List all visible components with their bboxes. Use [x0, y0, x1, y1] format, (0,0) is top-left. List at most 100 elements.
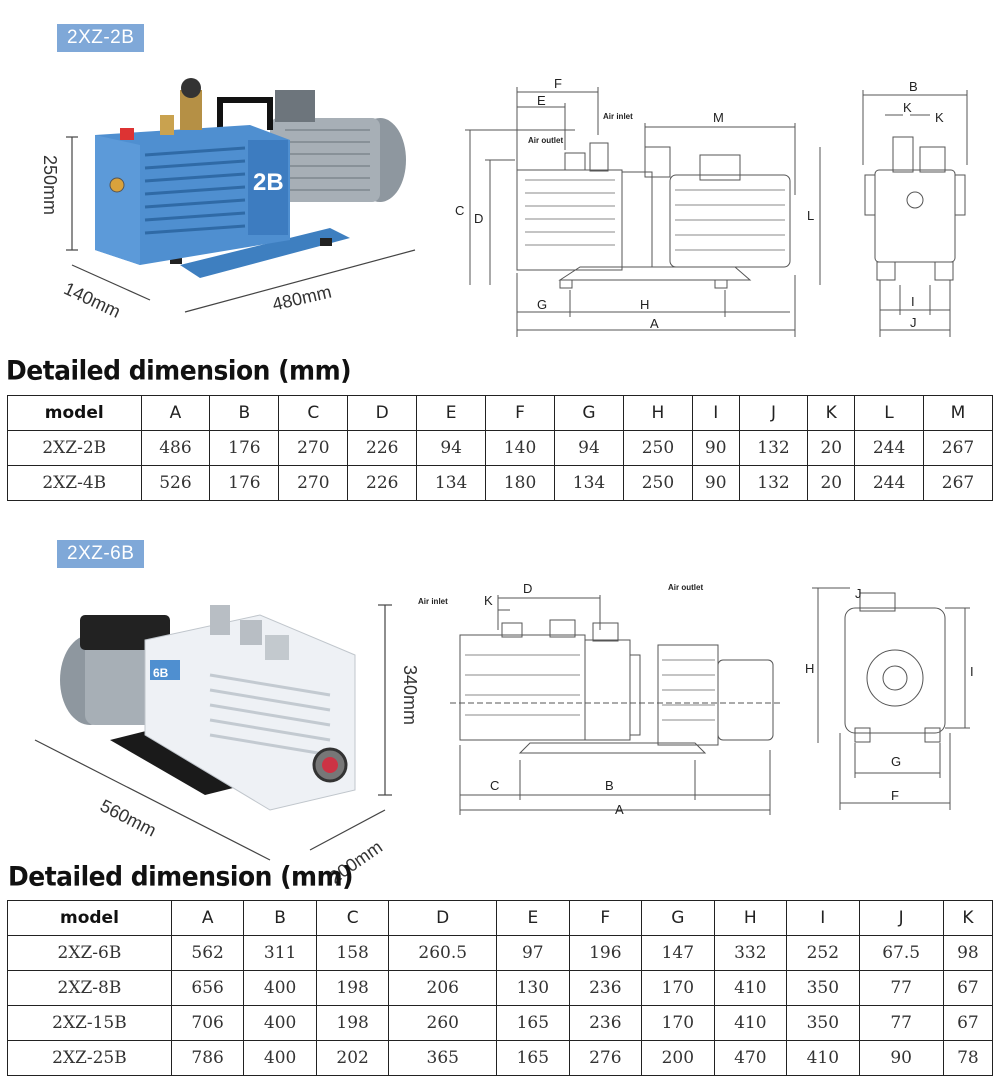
dimension-cell: 236 — [568, 1005, 643, 1041]
drawing-label: H — [805, 661, 814, 676]
dimension-cell: 90 — [691, 430, 740, 466]
dimension-cell: 147 — [641, 935, 715, 971]
column-header: G — [554, 395, 624, 431]
air-inlet-label: Air inlet — [603, 112, 633, 121]
dimension-cell: 400 — [243, 970, 317, 1006]
dimension-cell: 200 — [641, 1040, 715, 1076]
column-header: C — [278, 395, 349, 431]
column-header: H — [622, 395, 693, 431]
column-header: J — [858, 900, 944, 936]
drawing-label: D — [523, 581, 532, 596]
dimension-cell: 176 — [209, 465, 280, 501]
column-header: I — [691, 395, 740, 431]
air-outlet-label: Air outlet — [528, 136, 563, 145]
dimension-cell: 400 — [243, 1040, 317, 1076]
dimension-cell: 410 — [713, 970, 788, 1006]
dimension-cell: 94 — [416, 430, 487, 466]
drawing-label: I — [970, 664, 974, 679]
dimension-cell: 365 — [388, 1040, 498, 1076]
dimension-cell: 250 — [622, 465, 693, 501]
column-header: B — [243, 900, 317, 936]
dimension-cell: 198 — [315, 1005, 390, 1041]
dimension-cell: 196 — [568, 935, 643, 971]
dimension-cell: 67.5 — [858, 935, 944, 971]
dimension-cell: 526 — [140, 465, 211, 501]
drawing-label: A — [615, 802, 624, 817]
dimension-cell: 158 — [315, 935, 390, 971]
dimension-cell: 132 — [738, 465, 809, 501]
dimension-cell: 311 — [243, 935, 317, 971]
column-header: A — [170, 900, 245, 936]
section-heading: Detailed dimension (mm) — [8, 861, 354, 892]
drawing-label: K — [935, 110, 944, 125]
dimension-cell: 206 — [388, 970, 498, 1006]
dimension-cell: 67 — [942, 1005, 994, 1041]
drawing-label: G — [891, 754, 901, 769]
dimension-cell: 176 — [209, 430, 280, 466]
dimension-cell: 410 — [786, 1040, 860, 1076]
column-header: G — [641, 900, 715, 936]
model-cell: 2XZ-4B — [7, 465, 142, 501]
technical-drawing-side-2xz-6b: D K C B A Air inlet Air outlet — [418, 581, 780, 817]
section-heading: Detailed dimension (mm) — [6, 355, 352, 386]
model-cell: 2XZ-6B — [7, 935, 172, 971]
dimension-cell: 236 — [568, 970, 643, 1006]
technical-drawing-end-2xz-6b: J H I G F — [805, 586, 974, 810]
dimension-cell: 198 — [315, 970, 390, 1006]
pump-badge-6b: 6B — [153, 666, 169, 680]
dimension-cell: 78 — [942, 1040, 994, 1076]
column-header: K — [807, 395, 856, 431]
dimension-cell: 270 — [278, 430, 349, 466]
column-header: C — [315, 900, 390, 936]
dimension-cell: 77 — [858, 1005, 944, 1041]
dimension-cell: 90 — [858, 1040, 944, 1076]
dimension-cell: 260.5 — [388, 935, 498, 971]
dimension-cell: 400 — [243, 1005, 317, 1041]
pump-photo-2xz-2b: 2B — [66, 78, 416, 313]
height-dimension-label: 250mm — [40, 155, 60, 216]
drawing-label: C — [455, 203, 464, 218]
dimension-cell: 202 — [315, 1040, 390, 1076]
drawing-label: J — [910, 315, 917, 330]
dimension-cell: 94 — [554, 430, 624, 466]
dimension-cell: 244 — [854, 465, 924, 501]
column-header: L — [854, 395, 924, 431]
drawing-label: C — [490, 778, 499, 793]
model-cell: 2XZ-25B — [7, 1040, 172, 1076]
drawing-label: F — [891, 788, 899, 803]
drawing-label: K — [484, 593, 493, 608]
dimension-cell: 134 — [554, 465, 624, 501]
column-header-model: model — [7, 395, 142, 431]
dimension-cell: 410 — [713, 1005, 788, 1041]
dimension-cell: 244 — [854, 430, 924, 466]
column-header: D — [388, 900, 498, 936]
drawing-label: L — [807, 208, 814, 223]
column-header: H — [713, 900, 788, 936]
technical-drawing-end-2xz-2b: B K K I J — [862, 79, 968, 337]
dimension-cell: 250 — [622, 430, 693, 466]
drawing-label: J — [855, 586, 862, 601]
column-header: J — [738, 395, 809, 431]
dimension-cell: 260 — [388, 1005, 498, 1041]
column-header: E — [496, 900, 570, 936]
air-inlet-label: Air inlet — [418, 597, 448, 606]
drawing-label: K — [903, 100, 912, 115]
dimension-cell: 67 — [942, 970, 994, 1006]
dimension-cell: 562 — [170, 935, 245, 971]
drawing-label: B — [605, 778, 614, 793]
model-cell: 2XZ-8B — [7, 970, 172, 1006]
dimension-cell: 267 — [923, 430, 993, 466]
dimension-cell: 97 — [496, 935, 570, 971]
column-header: K — [942, 900, 994, 936]
column-header: F — [485, 395, 556, 431]
column-header-model: model — [7, 900, 172, 936]
model-cell: 2XZ-2B — [7, 430, 142, 466]
column-header: A — [140, 395, 211, 431]
dimension-cell: 786 — [170, 1040, 245, 1076]
